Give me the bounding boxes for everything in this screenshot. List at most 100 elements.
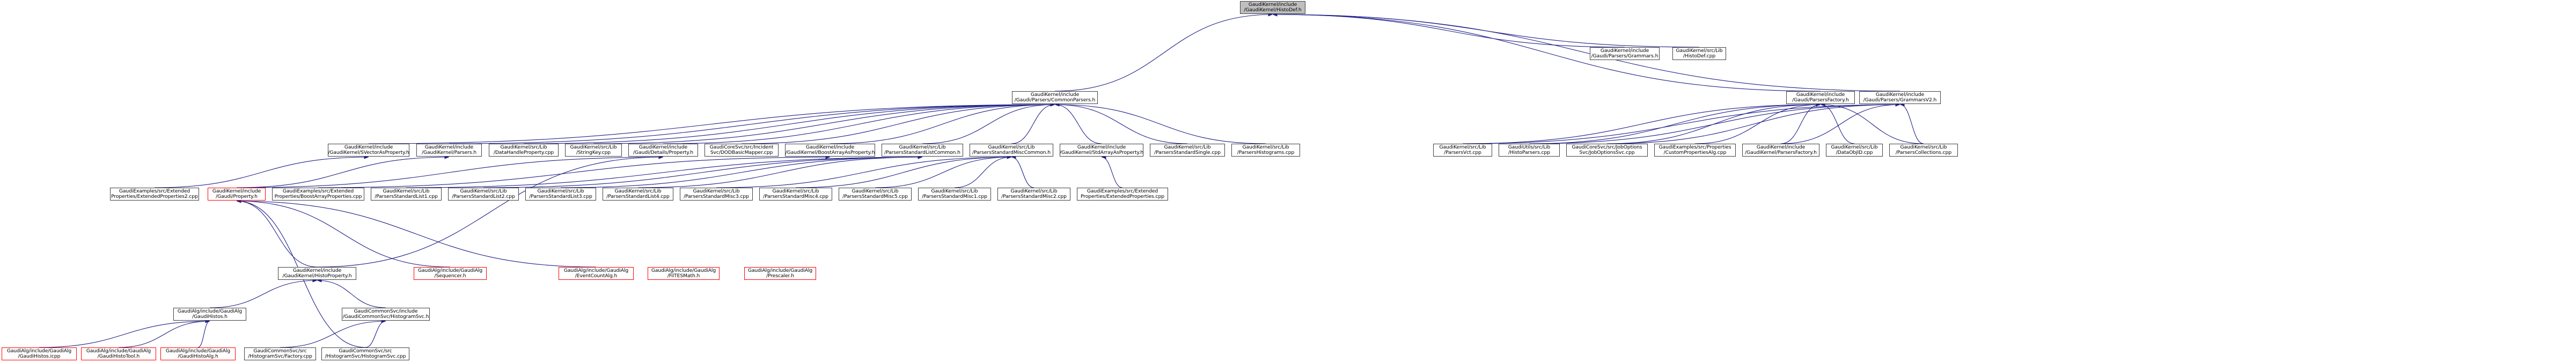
graph-node[interactable]: GaudiAlg/include/GaudiAlg/GaudiHistos.ic…: [2, 347, 77, 360]
graph-node[interactable]: GaudiKernel/src/Lib/ParsersStandardList1…: [371, 188, 442, 201]
graph-node[interactable]: GaudiAlg/include/GaudiAlg/EventCountAlg.…: [559, 267, 634, 280]
node-label-line2: /HistoDef.cpp: [1683, 53, 1716, 59]
node-label-line2: /GaudiKernel/BoostArrayAsProperty.h: [785, 150, 875, 155]
graph-node[interactable]: GaudiKernel/src/Lib/ParsersStandardList3…: [525, 188, 596, 201]
graph-edge: [1820, 102, 1924, 144]
node-label-line2: /Sequencer.h: [434, 273, 466, 279]
graph-node[interactable]: GaudiKernel/include/GaudiKernel/StdArray…: [1060, 144, 1143, 157]
graph-edge: [741, 102, 1055, 144]
graph-node[interactable]: GaudiKernel/src/Lib/DataObjID.cpp: [1826, 144, 1883, 157]
graph-edge: [154, 155, 369, 188]
graph-node[interactable]: GaudiKernel/src/Lib/ParsersStandardListC…: [882, 144, 963, 157]
graph-node[interactable]: GaudiKernel/src/Lib/ParsersVct.cpp: [1433, 144, 1492, 157]
graph-edge: [1694, 102, 1821, 144]
node-label-line2: /Gaudi/Property.h: [216, 194, 258, 199]
graph-node[interactable]: GaudiKernel/src/Lib/HistoDef.cpp: [1672, 47, 1726, 60]
graph-node[interactable]: GaudiExamples/src/Properties/CustomPrope…: [1654, 144, 1736, 157]
node-label-line1: GaudiKernel/include: [805, 144, 855, 150]
graph-node[interactable]: GaudiCommonSvc/src/HistogramSvc/Factory.…: [244, 347, 316, 360]
graph-node[interactable]: GaudiKernel/include/Gaudi/Details/Proper…: [628, 144, 698, 157]
graph-node[interactable]: GaudiKernel/src/Lib/ParsersStandardMisc4…: [759, 188, 832, 201]
graph-node[interactable]: GaudiAlg/include/GaudiAlg/GaudiHistos.h: [173, 308, 246, 321]
graph-node[interactable]: GaudiCommonSvc/include/GaudiCommonSvc/Hi…: [342, 308, 430, 321]
node-label-line1: GaudiKernel/src/Lib: [570, 144, 617, 150]
graph-node[interactable]: GaudiKernel/src/Lib/ParsersStandardMisc3…: [680, 188, 753, 201]
graph-node[interactable]: GaudiKernel/src/Lib/ParsersStandardMisc1…: [918, 188, 991, 201]
node-label-line1: GaudiCommonSvc/src: [339, 347, 392, 354]
graph-node[interactable]: GaudiKernel/include/GaudiKernel/ParsersF…: [1742, 144, 1819, 157]
node-label-line2: /Gaudi/Parsers/GrammarsV2.h: [1863, 97, 1937, 103]
graph-edge: [1899, 102, 1924, 144]
graph-node[interactable]: GaudiKernel/src/Lib/ParsersHistograms.cp…: [1231, 144, 1300, 157]
graph-node[interactable]: GaudiKernel/src/Lib/StringKey.cpp: [565, 144, 622, 157]
graph-node[interactable]: GaudiKernel/include/Gaudi/Property.h: [208, 188, 266, 201]
node-label-line2: /Gaudi/ParsersFactory.h: [1792, 97, 1849, 103]
node-label-line1: GaudiAlg/include/GaudiAlg: [86, 347, 151, 354]
graph-node[interactable]: GaudiKernel/include/Gaudi/Parsers/Gramma…: [1859, 91, 1941, 104]
graph-node[interactable]: GaudiKernel/src/Lib/ParsersCollections.c…: [1889, 144, 1958, 157]
node-label-line2: /ParsersStandardMisc2.cpp: [1001, 194, 1067, 199]
graph-node[interactable]: GaudiKernel/src/Lib/DataHandleProperty.c…: [489, 144, 559, 157]
graph-edge: [1272, 12, 1900, 92]
graph-node[interactable]: GaudiKernel/include/Gaudi/Parsers/Gramma…: [1590, 47, 1660, 60]
graph-node[interactable]: GaudiUtils/src/Lib/HistoParsers.cpp: [1499, 144, 1560, 157]
node-label-line1: GaudiKernel/include: [292, 267, 342, 273]
graph-node[interactable]: GaudiKernel/src/Lib/ParsersStandardMisc5…: [839, 188, 912, 201]
node-label-line2: Properties/BoostArrayProperties.cpp: [274, 194, 362, 199]
graph-edge: [209, 278, 318, 308]
graph-node[interactable]: GaudiKernel/src/Lib/ParsersStandardMiscC…: [970, 144, 1053, 157]
graph-node[interactable]: GaudiKernel/src/Lib/ParsersStandardSingl…: [1150, 144, 1225, 157]
node-label-line2: /EventCountAlg.h: [575, 273, 618, 279]
graph-edge: [795, 155, 1012, 188]
node-label-line1: GaudiKernel/src/Lib: [931, 188, 978, 194]
node-label-line2: Svc/DODBasicMapper.cpp: [710, 150, 773, 155]
graph-node[interactable]: GaudiAlg/include/GaudiAlg/GaudiHistoAlg.…: [160, 347, 236, 360]
node-label-line1: GaudiAlg/include/GaudiAlg: [165, 347, 231, 354]
graph-node[interactable]: GaudiKernel/include/Gaudi/ParsersFactory…: [1786, 91, 1855, 104]
graph-node[interactable]: GaudiKernel/include/GaudiKernel/HistoDef…: [1240, 1, 1305, 14]
graph-node[interactable]: GaudiKernel/src/Lib/ParsersStandardList2…: [448, 188, 519, 201]
graph-edge: [1101, 155, 1123, 188]
node-label-line2: /GaudiHistos.icpp: [18, 353, 61, 359]
node-label-line1: GaudiKernel/include: [344, 144, 393, 150]
graph-node[interactable]: GaudiAlg/include/GaudiAlg/FilTESMath.h: [648, 267, 720, 280]
graph-edge: [236, 199, 597, 268]
node-label-line1: GaudiKernel/src/Lib: [1900, 144, 1947, 150]
graph-edge: [280, 319, 386, 348]
graph-edge: [406, 155, 923, 188]
graph-edge: [1529, 102, 1900, 144]
node-label-line1: GaudiKernel/src/Lib: [1831, 144, 1878, 150]
node-label-line1: GaudiAlg/include/GaudiAlg: [747, 267, 813, 273]
node-label-line1: GaudiKernel/src/Lib: [500, 144, 547, 150]
graph-edge: [1820, 102, 1855, 144]
graph-node[interactable]: GaudiAlg/include/GaudiAlg/GaudiHistoTool…: [81, 347, 156, 360]
graph-edge: [236, 155, 450, 188]
graph-edge: [593, 102, 1055, 144]
graph-node[interactable]: GaudiKernel/src/Lib/ParsersStandardList4…: [603, 188, 673, 201]
node-label-line2: /ParsersStandardList3.cpp: [529, 194, 592, 199]
graph-edge: [236, 155, 664, 188]
node-label-line1: GaudiKernel/include: [1875, 91, 1925, 98]
graph-node[interactable]: GaudiKernel/include/Gaudi/Parsers/Common…: [1012, 91, 1098, 104]
graph-edge: [922, 102, 1055, 144]
node-label-line2: /ParsersStandardList1.cpp: [375, 194, 438, 199]
graph-node[interactable]: GaudiAlg/include/GaudiAlg/Prescaler.h: [744, 267, 816, 280]
graph-node[interactable]: GaudiAlg/include/GaudiAlg/Sequencer.h: [414, 267, 487, 280]
node-label-line2: /GaudiHistoAlg.h: [178, 353, 218, 359]
graph-node[interactable]: GaudiKernel/include/GaudiKernel/Parsers.…: [416, 144, 482, 157]
node-label-line2: /ParsersStandardMiscCommon.h: [972, 150, 1051, 155]
graph-node[interactable]: GaudiKernel/include/GaudiKernel/BoostArr…: [785, 144, 875, 157]
node-label-line2: /Gaudi/Parsers/Grammars.h: [1591, 53, 1658, 59]
graph-node[interactable]: GaudiKernel/include/GaudiKernel/SVectorA…: [328, 144, 409, 157]
node-label-line2: /ParsersStandardMisc5.cpp: [842, 194, 908, 199]
graph-node[interactable]: GaudiKernel/include/GaudiKernel/HistoPro…: [278, 267, 356, 280]
node-label-line2: Svc/JobOptionsSvc.cpp: [1579, 150, 1635, 155]
graph-node[interactable]: GaudiKernel/src/Lib/ParsersStandardMisc2…: [997, 188, 1070, 201]
graph-node[interactable]: GaudiCommonSvc/src/HistogramSvc/Histogra…: [321, 347, 409, 360]
